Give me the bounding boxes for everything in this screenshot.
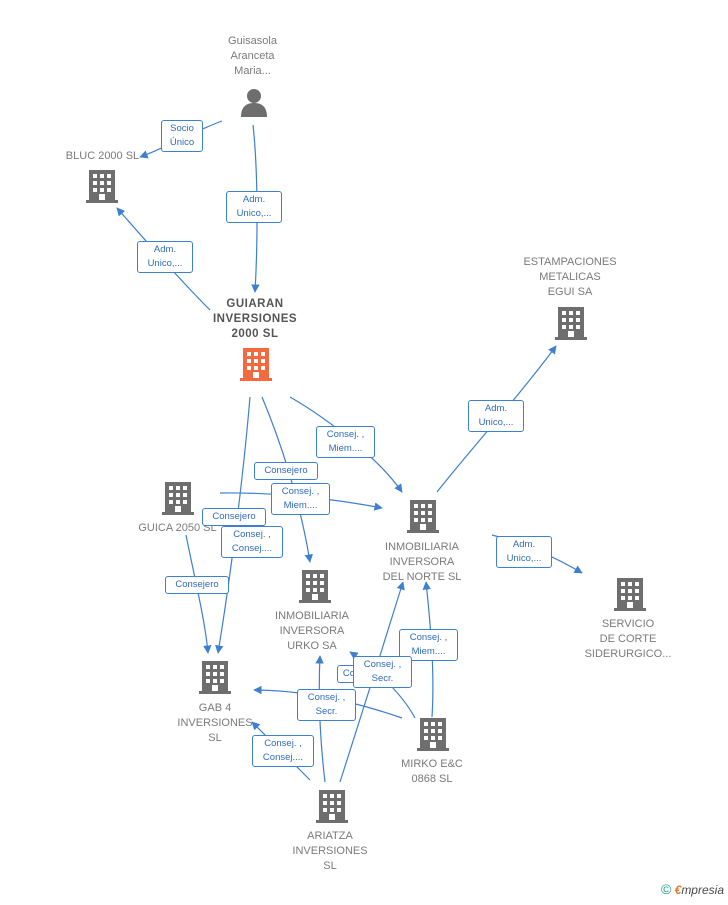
edge-label-adm-unico[interactable]: Adm. Unico,...: [226, 191, 282, 223]
brand-name: mpresia: [681, 883, 724, 897]
building-icon: [199, 661, 231, 694]
building-icon: [407, 500, 439, 533]
building-icon: [86, 170, 118, 203]
node-label-guisasola[interactable]: Guisasola Aranceta Maria...: [228, 35, 277, 77]
edge-label-consej-secr[interactable]: Consej. , Secr.: [353, 656, 412, 688]
node-label-inm-urko[interactable]: INMOBILIARIA INVERSORA URKO SA: [275, 610, 349, 652]
edge-guica-gab4: [185, 534, 212, 654]
node-label-ariatza[interactable]: ARIATZA INVERSIONES SL: [292, 830, 368, 872]
node-label-guiaran[interactable]: GUIARAN INVERSIONES 2000 SL: [212, 298, 298, 340]
node-label-inm-norte[interactable]: INMOBILIARIA INVERSORA DEL NORTE SL: [382, 541, 462, 583]
edge-label-consejero[interactable]: Consejero: [165, 576, 229, 594]
edge-label-consejero[interactable]: Consejero: [202, 508, 266, 526]
edge-label-consej-miem[interactable]: Consej. , Miem....: [399, 629, 458, 661]
brand-logo: © €mpresia: [661, 881, 724, 897]
brand-e: €: [674, 883, 682, 897]
building-icon: [240, 348, 272, 381]
building-icon: [614, 578, 646, 611]
building-icon: [417, 718, 449, 751]
edge-label-consejero[interactable]: Consejero: [254, 462, 318, 480]
person-icon: [241, 89, 267, 117]
node-label-bluc[interactable]: BLUC 2000 SL: [65, 150, 140, 162]
edge-label-consej-consej[interactable]: Consej. , Consej....: [221, 526, 283, 558]
node-label-mirko[interactable]: MIRKO E&C 0868 SL: [401, 758, 463, 785]
building-icon: [316, 790, 348, 823]
node-label-gab4[interactable]: GAB 4 INVERSIONES SL: [177, 702, 253, 744]
edge-label-consej-secr[interactable]: Consej. , Secr.: [297, 689, 356, 721]
building-icon: [162, 482, 194, 515]
edge-label-consej-miem[interactable]: Consej. , Miem....: [316, 426, 375, 458]
edge-label-adm-unico[interactable]: Adm. Unico,...: [468, 400, 524, 432]
building-icon: [555, 307, 587, 340]
edge-label-consej-consej[interactable]: Consej. , Consej....: [252, 735, 314, 767]
edge-label-socio-unico[interactable]: Socio Único: [161, 120, 203, 152]
copyright-icon: ©: [660, 881, 672, 897]
node-label-estampaciones[interactable]: ESTAMPACIONES METALICAS EGUI SA: [523, 256, 617, 298]
node-label-servicio[interactable]: SERVICIO DE CORTE SIDERURGICO...: [584, 618, 672, 660]
edge-label-adm-unico[interactable]: Adm. Unico,...: [496, 536, 552, 568]
edge-label-adm-unico[interactable]: Adm. Unico,...: [137, 241, 193, 273]
edge-label-consej-miem[interactable]: Consej. , Miem....: [271, 483, 330, 515]
building-icon: [299, 570, 331, 603]
